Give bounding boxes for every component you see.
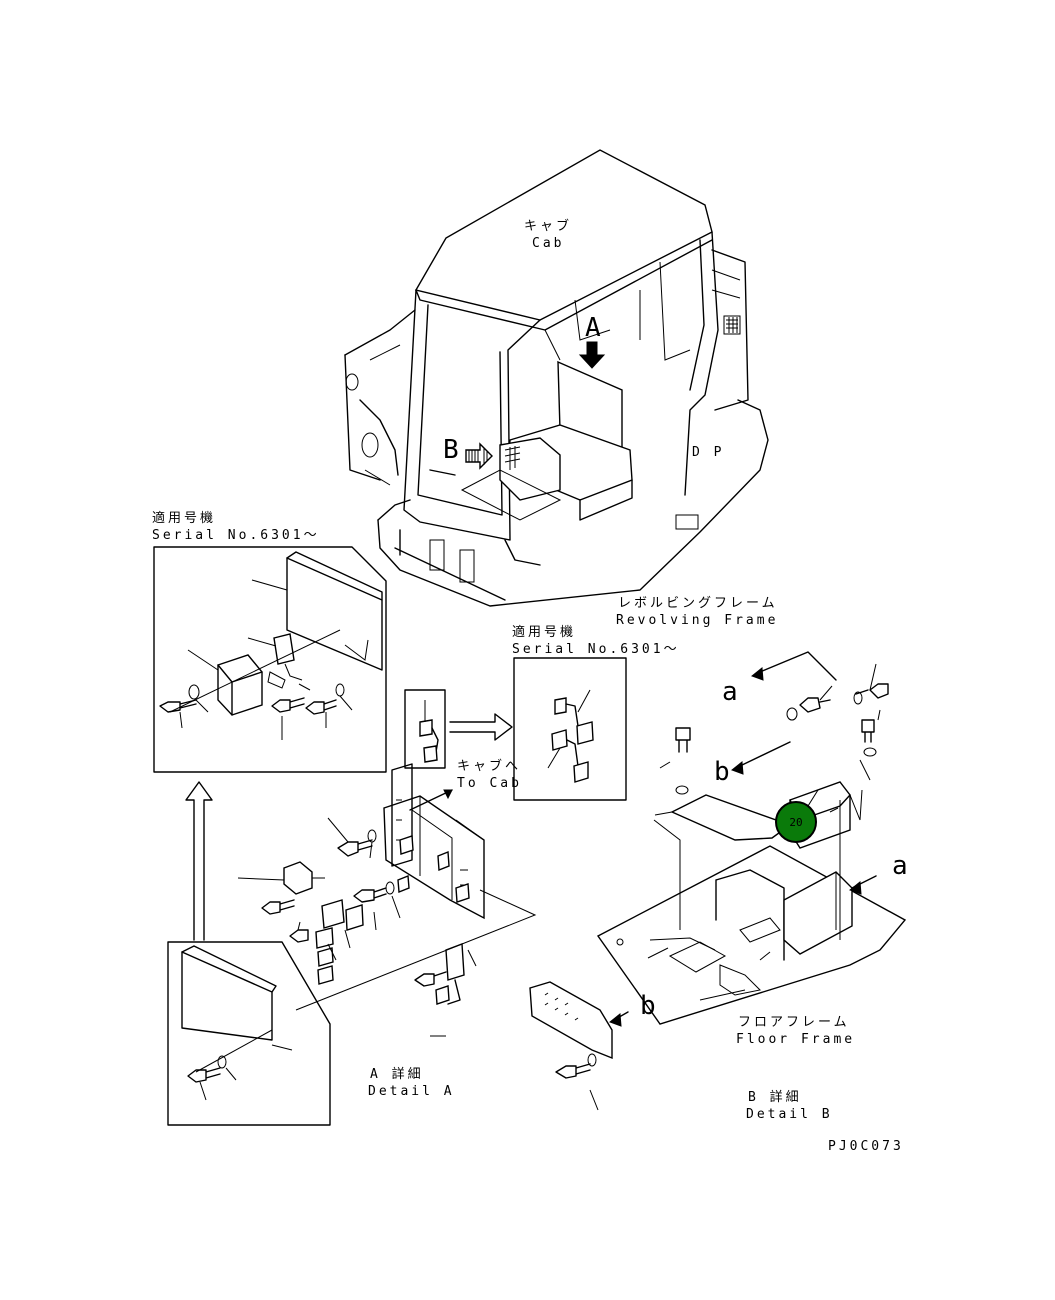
detail-b-assembly [529, 651, 907, 1111]
serial-inset-1 [153, 546, 387, 773]
view-arrow-b-label: B [443, 435, 459, 465]
detail-a-label-en: Detail A [368, 1084, 455, 1099]
detail-b-label-jp: B 詳細 [748, 1089, 802, 1105]
callout-20-circle [775, 801, 817, 843]
floor-frame-label-en: Floor Frame [736, 1032, 855, 1047]
callout-20-leader [807, 789, 819, 807]
callout-20[interactable]: 20 [775, 789, 819, 843]
serial-inset-2 [513, 657, 627, 801]
detail-a-assembly [237, 689, 537, 1037]
serial-inset-2-label-en: Serial No.6301～ [512, 642, 680, 657]
ref-label-a-top: a [722, 677, 738, 707]
callout-20-number: 20 [789, 816, 802, 829]
revolving-frame-label-en: Revolving Frame [616, 613, 778, 628]
right-arrow [449, 713, 513, 741]
cab-label-jp: キャブ [524, 218, 572, 234]
bottom-left-inset [167, 941, 331, 1126]
serial-inset-1-label-jp: 適用号機 [152, 510, 216, 526]
cab-marks-label: D P [692, 445, 724, 460]
view-arrow-a-label: A [585, 313, 601, 343]
revolving-frame-label-jp: レボルビングフレーム [618, 596, 778, 611]
floor-frame-label-jp: フロアフレーム [738, 1015, 850, 1030]
drawing-code: PJ0C073 [828, 1139, 904, 1154]
serial-inset-1-label-en: Serial No.6301～ [152, 528, 320, 543]
up-arrow [185, 781, 213, 941]
detail-a-label-jp: A 詳細 [370, 1066, 424, 1082]
ref-label-a-right: a [892, 851, 908, 881]
ref-label-b-top: b [714, 757, 730, 787]
detail-b-label-en: Detail B [746, 1107, 833, 1122]
cab-assembly [344, 149, 769, 607]
to-cab-label-jp: キャブへ [457, 758, 521, 774]
cab-label-en: Cab [532, 236, 564, 251]
serial-inset-2-label-jp: 適用号機 [512, 624, 576, 640]
ref-label-b-bottom: b [640, 991, 656, 1021]
to-cab-label-en: To Cab [457, 776, 522, 791]
